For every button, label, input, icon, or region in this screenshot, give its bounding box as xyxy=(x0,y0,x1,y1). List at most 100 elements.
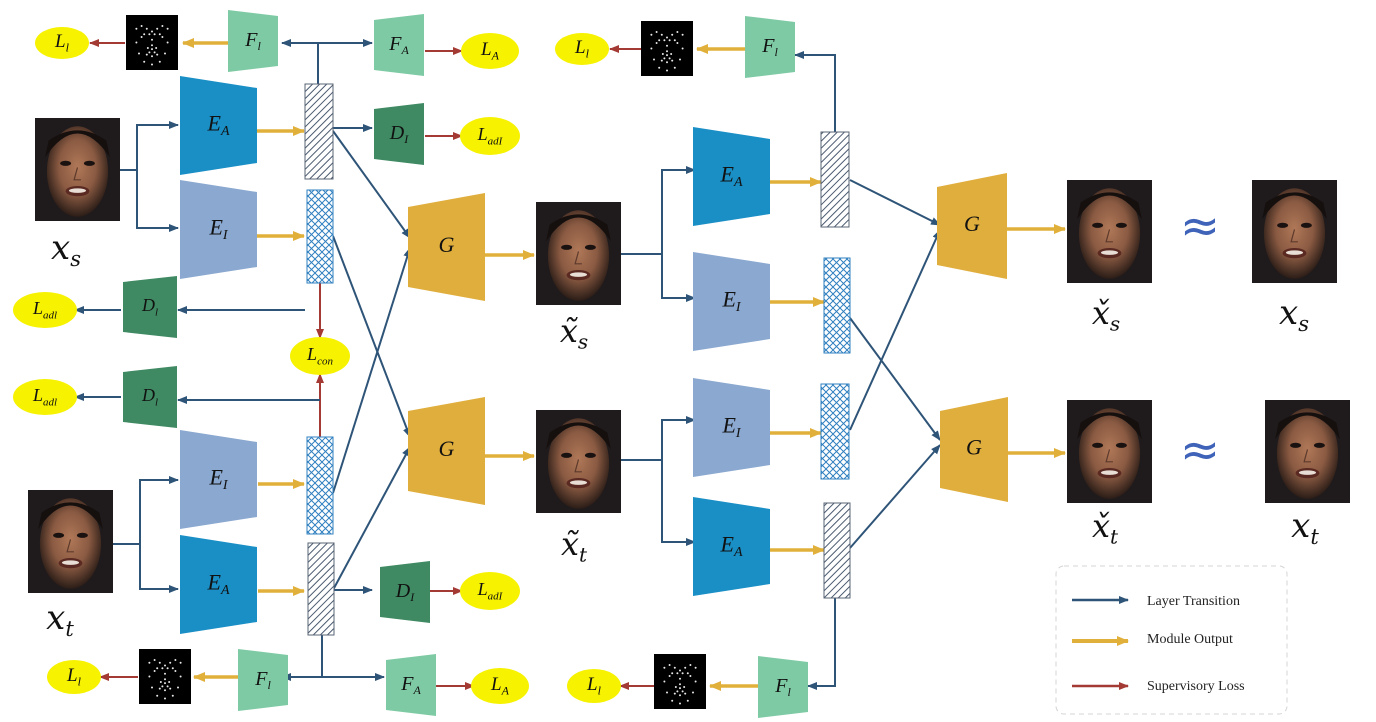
face-image-xs-breve xyxy=(1067,180,1152,283)
loss-ll-top-label: Ll xyxy=(54,31,70,54)
arrow-cross-to-g-right-top xyxy=(849,229,941,431)
module-fi-top-label: Fl xyxy=(244,29,261,53)
module-dl-upper-label: Dl xyxy=(141,295,158,318)
landmark-image xyxy=(126,15,178,70)
arrow-xt-tilde-ei xyxy=(621,416,696,461)
module-fa-top-label: FA xyxy=(388,33,409,57)
module-ea-mid-bottom: EA xyxy=(693,497,770,596)
module-fi-mid-bottom: Fl xyxy=(758,656,808,718)
module-di-bottom: DI xyxy=(380,561,430,623)
feature-bar-hatched xyxy=(307,542,335,636)
feature-bar-hatched xyxy=(304,83,334,180)
symbol-xs-target: xs xyxy=(1279,293,1309,336)
module-ea-mid-bottom-label: EA xyxy=(719,532,742,561)
module-g-top-label: G xyxy=(439,232,455,257)
module-ei-mid-top-label: EI xyxy=(721,287,741,316)
loss-ladl-lower-label: Ladl xyxy=(32,385,57,408)
symbol-xs: xs xyxy=(51,228,81,271)
legend: Layer Transition Module Output Superviso… xyxy=(1055,565,1288,715)
module-ea-top: EA xyxy=(180,76,257,175)
loss-ladi-top-label: LadI xyxy=(477,124,504,147)
module-ei-mid-bottom: EI xyxy=(693,378,770,477)
approx-sign-bottom: ≈ xyxy=(1180,422,1220,478)
module-ea-mid-top: EA xyxy=(693,127,770,226)
module-g-right-bottom-label: G xyxy=(966,435,982,460)
landmark-image xyxy=(139,649,191,704)
module-g-right-bottom: G xyxy=(940,397,1008,502)
module-fi-bottom: Fl xyxy=(238,649,288,711)
arrow-cross-to-g-bottom xyxy=(332,235,411,438)
feature-bar-crosshatched xyxy=(306,189,334,284)
loss-la-bottom-label: LA xyxy=(490,674,510,697)
symbol-xt-tilde: x̃t xyxy=(561,525,588,567)
face-image-xt xyxy=(28,490,113,593)
arrow-xs-ea xyxy=(120,121,179,171)
module-ei-top: EI xyxy=(180,180,257,279)
symbol-xt-breve: x̌t xyxy=(1092,507,1119,549)
module-fi-mid-top-label: Fl xyxy=(761,35,778,59)
module-g-right-top: G xyxy=(937,173,1007,279)
module-fi-top: Fl xyxy=(228,10,278,72)
loss-la-top-label: LA xyxy=(480,39,500,62)
module-fi-mid-top: Fl xyxy=(745,16,795,78)
arrow-to-fi-top xyxy=(281,39,319,84)
feature-bar-crosshatched xyxy=(820,383,850,480)
module-g-bottom: G xyxy=(408,397,485,505)
feature-bar-crosshatched xyxy=(823,257,851,354)
module-g-top: G xyxy=(408,193,485,301)
arrow-xs-tilde-ei xyxy=(661,254,696,302)
module-ei-mid-top: EI xyxy=(693,252,770,351)
arrow-cross-to-g-right-bottom xyxy=(849,317,941,441)
module-fi-bottom-label: Fl xyxy=(254,668,271,692)
module-dl-lower: Dl xyxy=(123,366,177,428)
symbol-xs-tilde: x̃s xyxy=(560,312,588,354)
arrow-to-fi-mid-top xyxy=(794,51,836,132)
approx-sign-top: ≈ xyxy=(1180,198,1220,254)
loss-ll-mid-top-label: Ll xyxy=(574,37,590,60)
legend-box xyxy=(1055,565,1288,715)
legend-module-label: Module Output xyxy=(1147,632,1233,647)
loss-ll-top: Ll xyxy=(35,27,89,59)
loss-lcon: Lcon xyxy=(290,337,350,375)
module-fa-bottom: FA xyxy=(386,654,436,716)
legend-loss-label: Supervisory Loss xyxy=(1147,679,1245,694)
feature-bar-crosshatched xyxy=(306,436,334,535)
loss-ll-mid-bottom: Ll xyxy=(567,669,621,703)
module-dl-upper: Dl xyxy=(123,276,177,338)
arrow-to-fl-mid-bottom xyxy=(807,598,836,690)
loss-ladi-top: LadI xyxy=(460,117,520,155)
feature-bar-hatched xyxy=(823,502,851,599)
face-image-xs xyxy=(35,118,120,221)
loss-ladl-lower: Ladl xyxy=(13,379,77,415)
face-image-xs-tilde xyxy=(536,202,621,305)
feature-bar-hatched xyxy=(820,131,850,228)
arrow-cross-to-g-top xyxy=(332,247,412,494)
module-dl-lower-label: Dl xyxy=(141,385,158,408)
symbol-xs-breve: x̌s xyxy=(1092,294,1120,336)
arrow-hatched-to-g-right-top xyxy=(849,179,941,226)
module-ei-mid-bottom-label: EI xyxy=(721,413,741,442)
landmark-image xyxy=(654,654,706,709)
module-di-top-label: DI xyxy=(389,122,409,146)
module-ea-top-label: EA xyxy=(206,111,229,140)
module-ei-bottom: EI xyxy=(180,430,257,529)
module-ea-bottom-label: EA xyxy=(206,570,229,599)
module-fa-top: FA xyxy=(374,14,424,76)
arrow-xt-ea xyxy=(139,544,179,593)
loss-ll-bottom-label: Ll xyxy=(66,665,82,688)
module-ei-bottom-label: EI xyxy=(208,465,228,494)
symbol-xt: xt xyxy=(46,598,74,641)
loss-ladi-bottom: LadI xyxy=(460,572,520,610)
symbol-xt-target: xt xyxy=(1291,506,1319,549)
arrow-xt-tilde-ea xyxy=(661,460,696,546)
arrow-hatched-to-g-top xyxy=(332,130,411,239)
module-ea-bottom: EA xyxy=(180,535,257,634)
landmark-image xyxy=(641,21,693,76)
legend-layer-label: Layer Transition xyxy=(1147,594,1240,609)
arrow-hatched-to-g-bottom xyxy=(332,446,411,591)
face-image-xt-breve xyxy=(1067,400,1152,503)
arrow-xs-tilde-ea xyxy=(621,166,696,255)
loss-ladi-bottom-label: LadI xyxy=(477,579,504,602)
module-g-right-top-label: G xyxy=(964,211,980,236)
